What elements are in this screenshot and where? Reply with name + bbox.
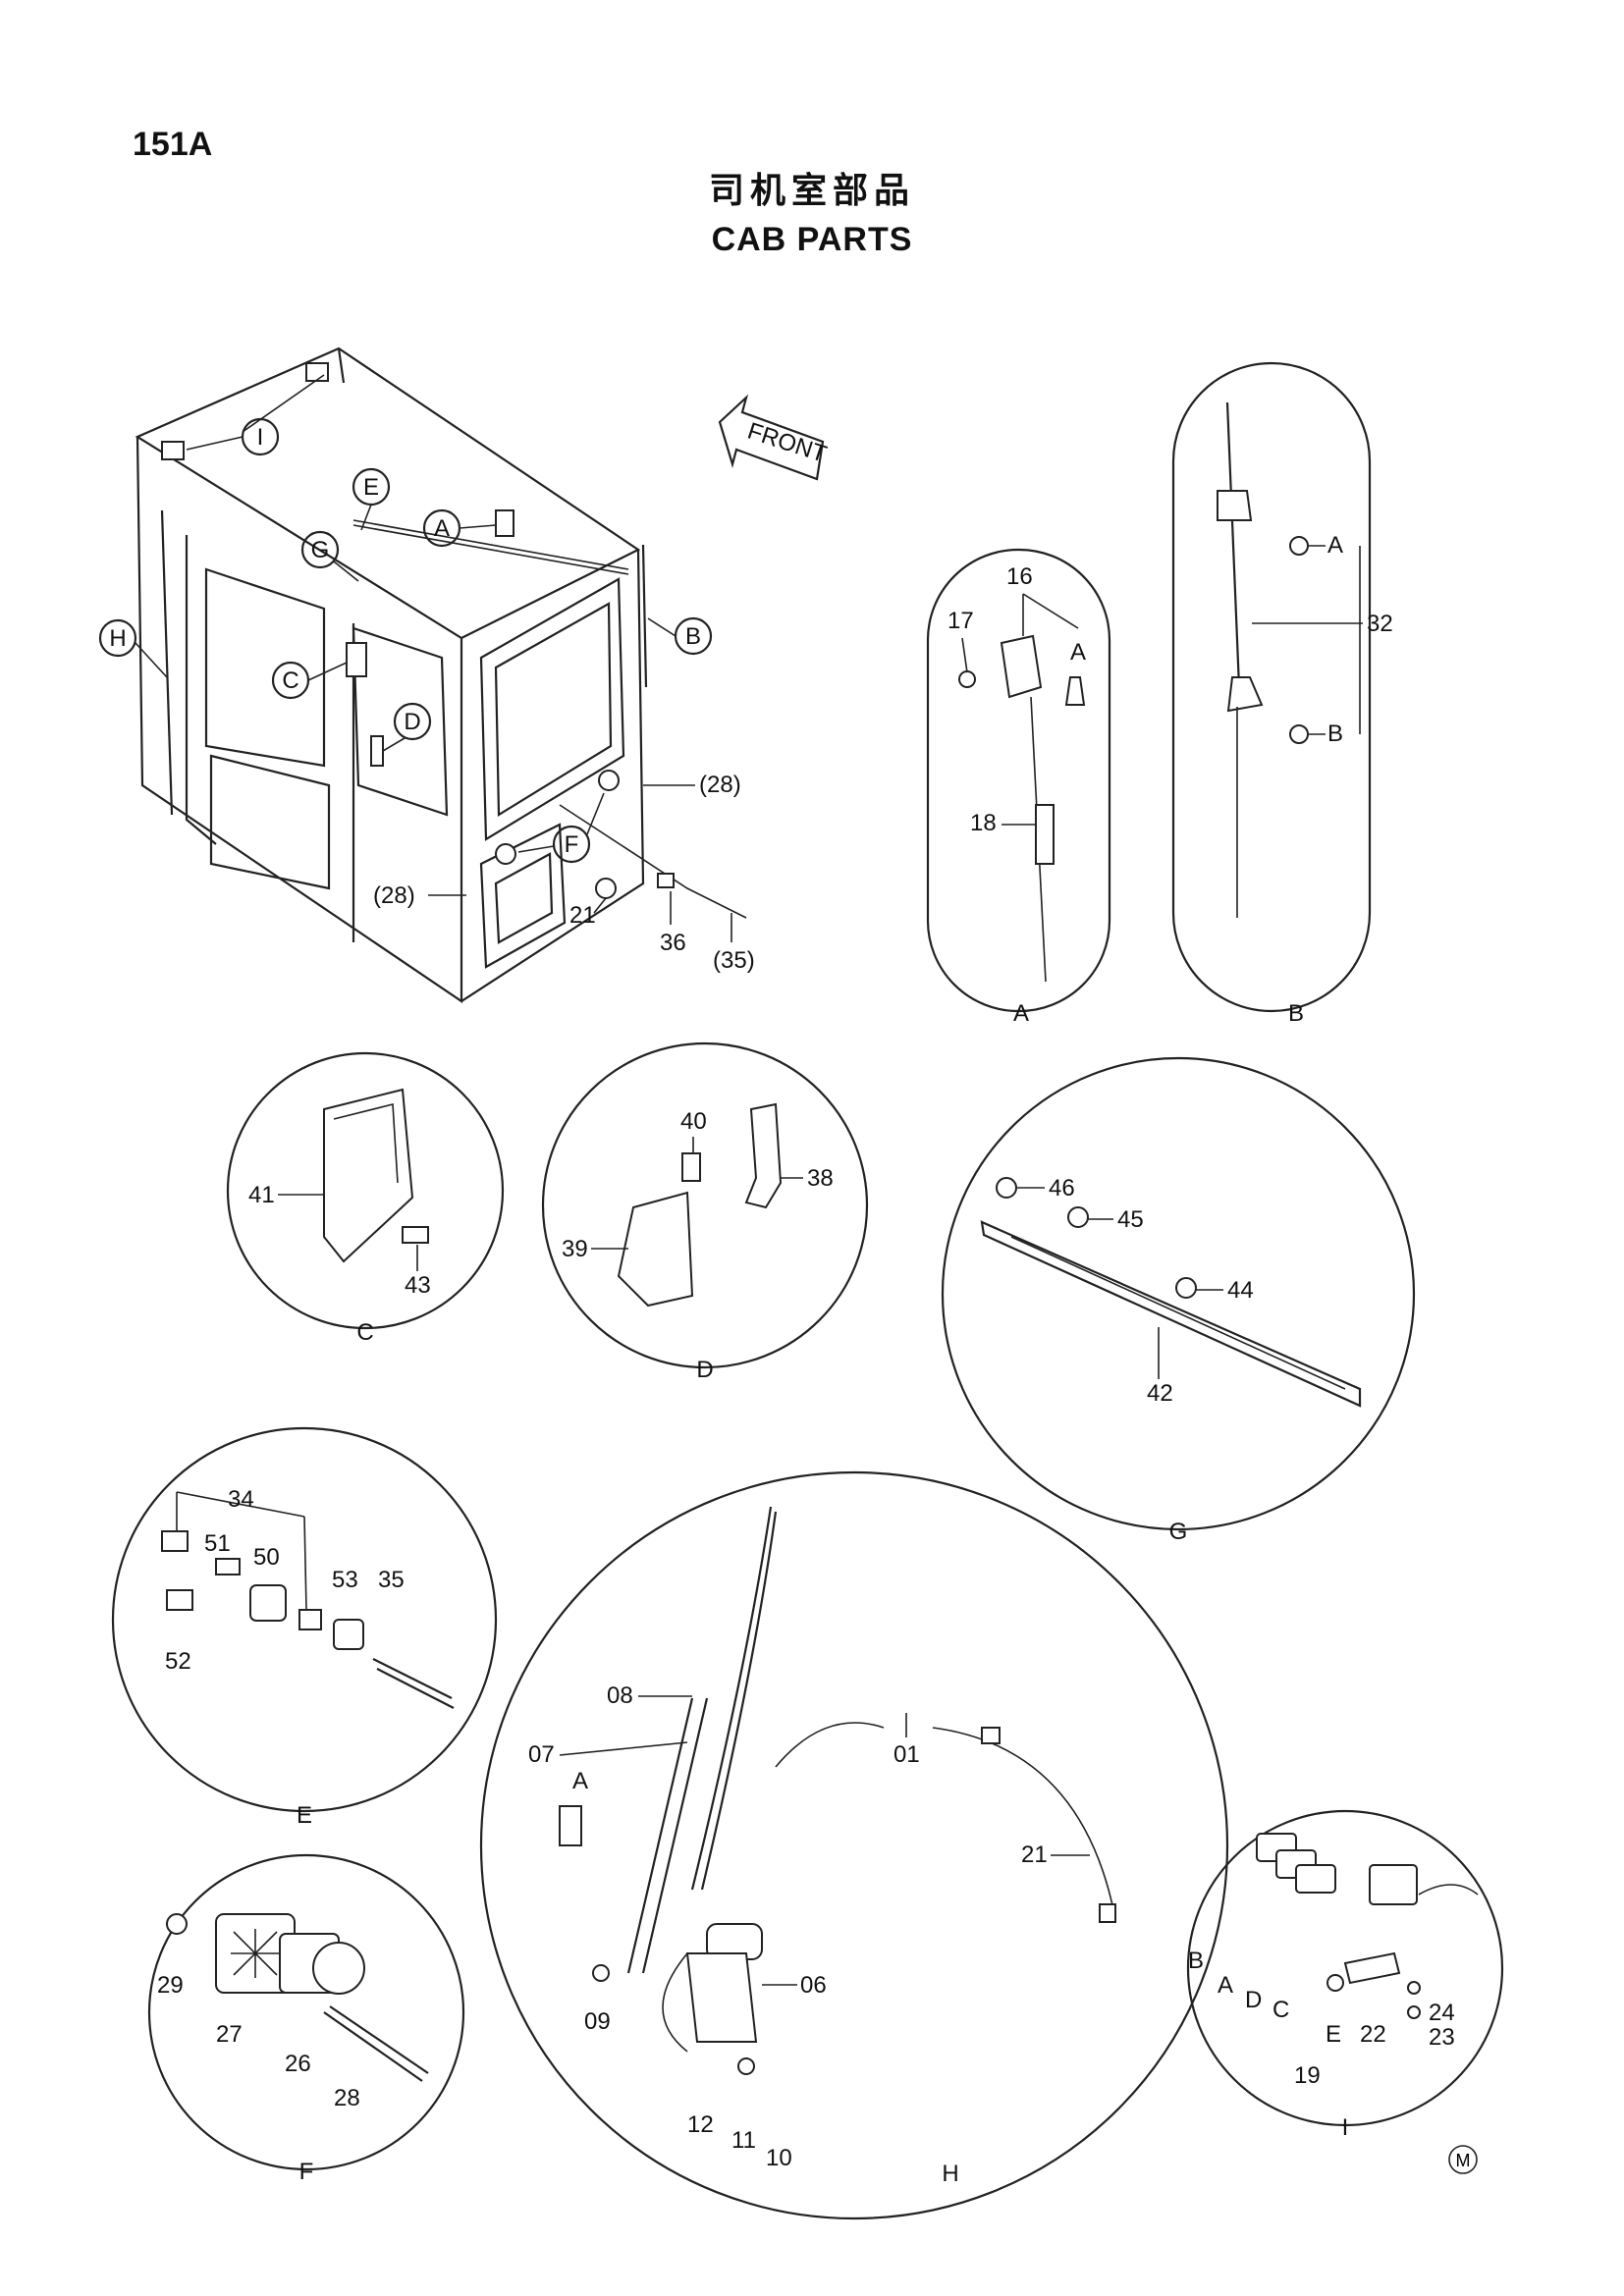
detail-C-caption: C (356, 1319, 373, 1346)
label-41: 41 (248, 1182, 275, 1208)
label-16: 16 (1006, 563, 1033, 590)
label-D: D (1245, 1987, 1262, 2013)
callout-21: 21 (569, 902, 596, 929)
ref-H: H (109, 625, 126, 652)
label-45: 45 (1117, 1206, 1144, 1233)
copyright-mark: M (1448, 2145, 1478, 2174)
label-28: 28 (334, 2085, 360, 2111)
title-chinese: 司机室部品 (708, 171, 915, 211)
callout-35: (35) (713, 947, 755, 974)
callout-28-left: (28) (373, 882, 415, 909)
label-01: 01 (893, 1741, 920, 1768)
detail-view-E: 34 51 50 53 35 52 E (111, 1426, 498, 1829)
copyright-letter: M (1456, 2151, 1471, 2170)
label-19: 19 (1294, 2062, 1321, 2089)
detail-view-I: B A D C E 22 24 23 19 I (1186, 1809, 1504, 2141)
front-label: FRONT (744, 418, 830, 468)
ref-I: I (257, 424, 264, 451)
label-40: 40 (680, 1108, 707, 1135)
label-38: 38 (807, 1165, 834, 1192)
label-B: B (1188, 1948, 1204, 1974)
ref-E: E (363, 474, 379, 501)
detail-H-caption: H (942, 2161, 958, 2187)
detail-G-caption: G (1169, 1519, 1188, 1545)
label-18: 18 (970, 810, 997, 836)
detail-view-H: 08 07 A 01 21 06 09 12 11 10 H (479, 1470, 1229, 2220)
main-view-references: I E A G B H C D F (28) (28) 21 36 (98, 374, 755, 974)
label-44: 44 (1227, 1277, 1254, 1304)
label-53: 53 (332, 1567, 358, 1593)
detail-D-caption: D (696, 1357, 713, 1383)
detail-A-caption: A (1013, 1000, 1029, 1027)
label-A: A (1327, 532, 1343, 559)
label-22: 22 (1360, 2021, 1386, 2048)
detail-view-B: A 32 B B (1171, 361, 1393, 1027)
detail-view-D: 40 38 39 D (541, 1041, 869, 1383)
page-number: 151A (133, 126, 213, 163)
label-26: 26 (285, 2051, 311, 2077)
front-direction-arrow: FRONT (718, 394, 830, 481)
detail-B-caption: B (1288, 1000, 1304, 1027)
label-A: A (1218, 1972, 1233, 1999)
label-32: 32 (1367, 611, 1393, 637)
title-english: CAB PARTS (711, 221, 913, 258)
ref-B: B (685, 623, 701, 650)
detail-view-A: 16 17 A 18 A (926, 548, 1111, 1027)
label-12: 12 (687, 2111, 714, 2138)
label-E: E (1326, 2021, 1341, 2048)
label-43: 43 (405, 1272, 431, 1299)
label-A-inner: A (1070, 639, 1086, 666)
ref-A: A (434, 515, 450, 542)
label-C: C (1272, 1997, 1289, 2023)
label-06: 06 (800, 1972, 827, 1999)
label-42: 42 (1147, 1380, 1173, 1407)
cab-main-view (135, 347, 747, 1004)
label-52: 52 (165, 1648, 191, 1675)
ref-G: G (311, 537, 330, 563)
detail-view-C: 41 43 C (226, 1051, 505, 1346)
label-11: 11 (731, 2127, 756, 2154)
ref-D: D (404, 709, 420, 735)
label-34: 34 (228, 1486, 254, 1513)
callout-28-right: (28) (699, 772, 741, 798)
label-51: 51 (204, 1530, 231, 1557)
ref-F: F (565, 831, 579, 858)
label-21: 21 (1021, 1842, 1048, 1868)
detail-E-caption: E (297, 1802, 312, 1829)
detail-I-caption: I (1342, 2114, 1349, 2141)
ref-C: C (282, 667, 298, 694)
label-10: 10 (766, 2145, 792, 2171)
label-50: 50 (253, 1544, 280, 1571)
label-46: 46 (1049, 1175, 1075, 1201)
detail-view-G: 46 45 44 42 G (941, 1056, 1416, 1545)
label-07: 07 (528, 1741, 555, 1768)
label-23: 23 (1429, 2024, 1455, 2051)
label-08: 08 (607, 1682, 633, 1709)
label-27: 27 (216, 2021, 243, 2048)
label-29: 29 (157, 1972, 184, 1999)
label-39: 39 (562, 1236, 588, 1262)
page-title: 司机室部品 CAB PARTS (0, 162, 1624, 259)
label-A: A (572, 1768, 588, 1794)
label-24: 24 (1429, 2000, 1455, 2026)
detail-F-caption: F (299, 2159, 314, 2185)
label-35: 35 (378, 1567, 405, 1593)
detail-view-F: 29 27 26 28 F (147, 1853, 465, 2185)
label-09: 09 (584, 2008, 611, 2035)
label-B: B (1327, 721, 1343, 747)
label-17: 17 (947, 608, 974, 634)
callout-36: 36 (660, 930, 686, 956)
